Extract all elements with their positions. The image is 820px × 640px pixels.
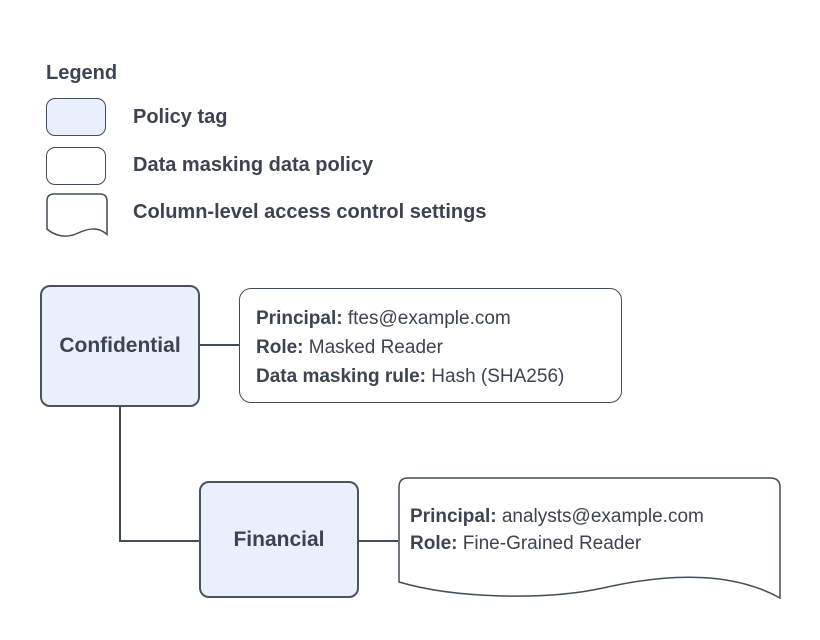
settings-line-principal: Principal: analysts@example.com	[410, 506, 704, 527]
connector-confidential-policy	[200, 344, 239, 346]
policy-tag-confidential-label: Confidential	[59, 334, 181, 357]
connector-elbow-financial	[119, 540, 199, 542]
policy-line-role: Role: Masked Reader	[256, 337, 443, 358]
settings-line-role: Role: Fine-Grained Reader	[410, 533, 642, 554]
policy-line-principal: Principal: ftes@example.com	[256, 308, 511, 329]
legend-label-policy-tag: Policy tag	[133, 106, 228, 128]
connector-financial-settings	[359, 540, 398, 542]
column-settings-swatch	[46, 193, 108, 237]
policy-tag-financial: Financial	[199, 481, 359, 598]
policy-line-masking-rule: Data masking rule: Hash (SHA256)	[256, 366, 565, 387]
legend-label-data-policy: Data masking data policy	[133, 154, 374, 176]
policy-tag-confidential: Confidential	[40, 285, 200, 407]
policy-tag-financial-label: Financial	[233, 527, 325, 551]
connector-confidential-down	[119, 407, 121, 542]
column-settings-text: Principal: analysts@example.com Role: Fi…	[410, 503, 704, 557]
policy-tag-swatch	[46, 98, 106, 136]
column-settings-shape	[398, 477, 781, 600]
data-masking-policy-box: Principal: ftes@example.com Role: Masked…	[239, 288, 622, 403]
data-policy-swatch	[46, 147, 106, 185]
legend-label-column-settings: Column-level access control settings	[133, 201, 487, 223]
legend-title: Legend	[46, 62, 118, 84]
